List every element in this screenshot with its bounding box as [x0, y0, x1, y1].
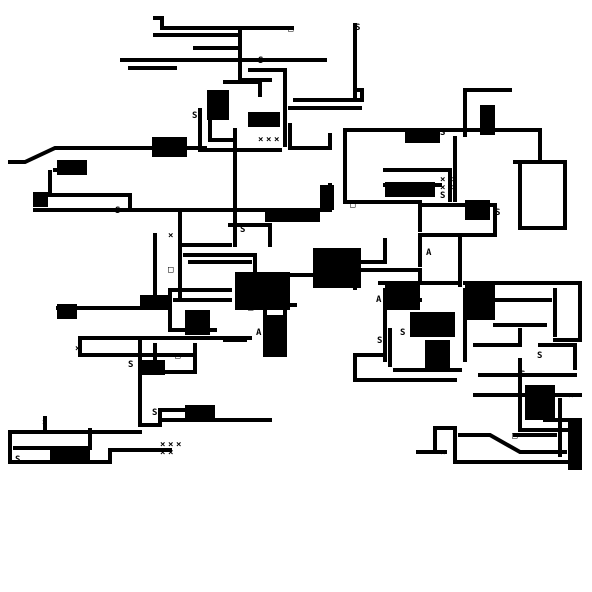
stair-marker: S — [440, 128, 445, 138]
room-block — [57, 304, 77, 319]
room-block — [185, 405, 215, 420]
trap-marker: × — [440, 448, 445, 458]
room-block — [33, 192, 48, 207]
stair-marker: S — [258, 56, 263, 66]
room-block — [50, 448, 90, 462]
room-block — [480, 105, 495, 135]
corridor-path — [223, 80, 262, 97]
door-marker: □ — [345, 264, 351, 274]
room-block — [265, 208, 320, 222]
trap-marker: × — [168, 440, 173, 450]
corridor-path — [138, 408, 202, 427]
room-block — [465, 200, 490, 220]
door-marker: □ — [175, 351, 181, 361]
trap-marker: × — [160, 448, 165, 458]
trap-marker: × — [258, 135, 263, 145]
door-marker: □ — [512, 431, 518, 441]
stair-marker: S — [568, 440, 573, 450]
room-block — [410, 312, 455, 337]
corridor-path — [473, 328, 522, 347]
trap-marker: × — [568, 391, 573, 401]
corridor-path — [383, 168, 452, 202]
stair-marker: S — [15, 455, 20, 465]
trap-marker: × — [160, 440, 165, 450]
stair-marker: S — [355, 23, 360, 33]
room-block — [265, 315, 287, 357]
corridor-path — [358, 268, 422, 282]
corridor-path — [538, 343, 577, 370]
door-marker: □ — [350, 200, 356, 210]
stair-marker: S — [192, 111, 197, 121]
corridor-path — [248, 68, 287, 147]
room-block — [405, 128, 440, 143]
corridor-path — [153, 16, 294, 30]
alt-marker: A — [376, 295, 382, 305]
room-block — [185, 310, 210, 335]
corridor-path — [518, 358, 572, 432]
corridor-path — [343, 200, 422, 232]
stair-marker: S — [152, 408, 157, 418]
corridor-path — [228, 223, 272, 247]
room-block — [140, 295, 170, 310]
stair-marker: S — [440, 191, 445, 201]
room-block — [525, 385, 555, 420]
corridor-path — [8, 430, 172, 464]
corridor-path — [293, 88, 364, 102]
stair-marker: S — [128, 360, 133, 370]
trap-marker: × — [440, 175, 445, 185]
stair-marker: S — [400, 328, 405, 338]
room-block — [425, 340, 450, 370]
corridor-path — [8, 146, 207, 164]
solid-rooms — [33, 90, 582, 470]
room-block — [207, 90, 229, 120]
trap-marker: × — [176, 440, 181, 450]
trap-marker: × — [168, 231, 173, 241]
corridor-path — [463, 281, 582, 342]
stair-marker: S — [115, 206, 120, 216]
door-marker: □ — [288, 24, 294, 34]
trap-marker: × — [440, 183, 445, 193]
trap-marker: × — [266, 135, 271, 145]
corridor-path — [353, 356, 457, 382]
corridor-path — [183, 253, 257, 274]
trap-marker: × — [75, 344, 80, 354]
corridor-path — [418, 203, 497, 237]
map-markers: S S S S S S S S S S S S S S S S □ □ □ □ … — [15, 23, 573, 465]
room-block — [385, 285, 420, 310]
room-block — [140, 360, 165, 375]
door-marker: □ — [335, 264, 341, 274]
corridor-path — [33, 193, 132, 212]
room-block — [235, 272, 290, 310]
alt-marker: A — [256, 328, 262, 338]
trap-marker: × — [274, 135, 279, 145]
alt-marker: A — [426, 248, 432, 258]
room-block — [465, 282, 495, 320]
room-block — [152, 137, 187, 157]
room-block — [385, 182, 435, 197]
corridor-path — [288, 123, 332, 150]
room-block — [248, 112, 280, 127]
stair-marker: S — [377, 336, 382, 346]
corridor-path — [153, 343, 197, 374]
corridor-path — [358, 238, 387, 264]
stair-marker: S — [240, 225, 245, 235]
trap-marker: × — [448, 183, 453, 193]
room-block — [568, 420, 582, 470]
room-block — [57, 160, 87, 175]
trap-marker: × — [168, 448, 173, 458]
room-block — [313, 248, 361, 288]
room-block — [320, 185, 334, 210]
corridor-path — [433, 426, 572, 464]
stair-marker: S — [537, 351, 542, 361]
corridor-path — [458, 433, 567, 454]
stair-marker: S — [495, 208, 500, 218]
trap-marker: × — [448, 175, 453, 185]
door-marker: □ — [168, 265, 174, 275]
door-marker: □ — [248, 303, 254, 313]
stair-marker: S — [520, 370, 525, 380]
trap-marker: × — [42, 418, 47, 428]
